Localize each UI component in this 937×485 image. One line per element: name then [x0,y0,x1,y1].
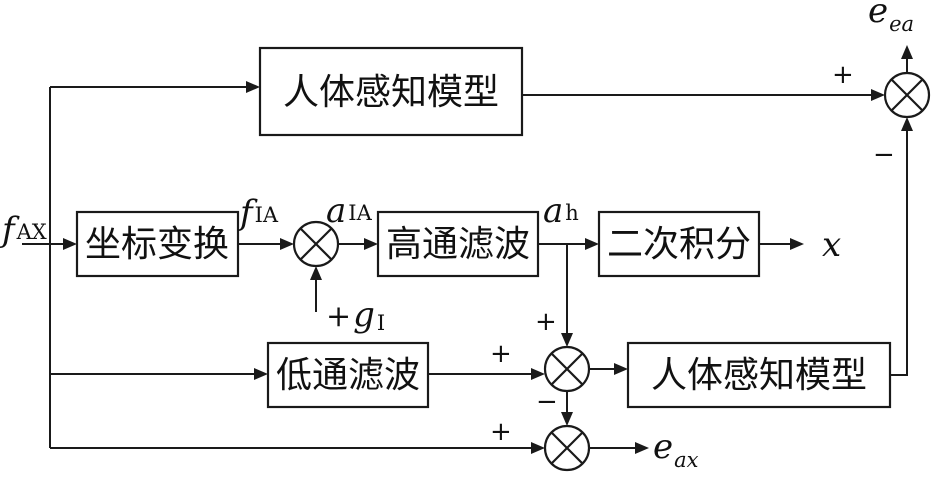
sign-bottom-sum-left: + [490,417,512,447]
sign-bottom-sum-top: − [536,387,558,417]
sum-junction-middle [543,345,591,393]
label-a-h: ah [543,191,579,231]
svg-text:坐标变换: 坐标变换 [85,224,229,265]
block-double-integral: 二次积分 [597,210,761,278]
sign-mid-sum-left: + [490,339,512,369]
svg-text:人体感知模型: 人体感知模型 [283,72,499,113]
sum-junction-top-right [883,71,931,119]
svg-text:二次积分: 二次积分 [607,224,751,265]
block-lowpass-filter: 低通滤波 [266,341,430,409]
sign-mid-sum-top: + [535,307,557,337]
label-e-ax: eax [653,427,699,472]
label-x: x [822,225,841,265]
block-highpass-filter: 高通滤波 [376,210,540,278]
label-f-ia: fIA [237,193,279,233]
svg-text:高通滤波: 高通滤波 [386,224,530,265]
signal-wires [22,57,908,449]
block-perception-model-top: 人体感知模型 [258,46,524,137]
svg-text:人体感知模型: 人体感知模型 [651,355,867,396]
block-coordinate-transform: 坐标变换 [75,210,240,278]
sum-junction-bottom [543,424,591,472]
sign-top-sum-bottom: − [873,140,895,170]
svg-text:低通滤波: 低通滤波 [276,355,420,396]
label-a-ia: aIA [326,191,373,231]
label-e-ea: eea [868,0,914,36]
block-perception-model-mid: 人体感知模型 [626,341,892,409]
arrowheads [63,45,913,454]
label-g-i: +gI [326,295,385,335]
sign-top-sum-left: + [832,60,854,90]
